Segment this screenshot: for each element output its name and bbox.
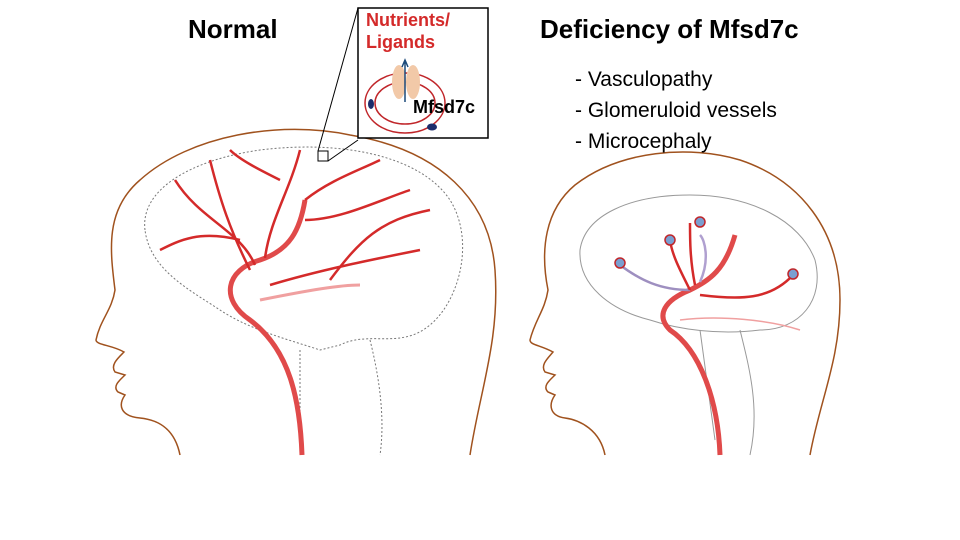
inset-box xyxy=(357,7,489,139)
mfsd7c-label: Mfsd7c xyxy=(413,97,476,117)
symptom-item: - Vasculopathy xyxy=(575,68,713,91)
transport-arrow-icon xyxy=(401,58,409,102)
zoom-marker-box xyxy=(317,150,329,162)
deficiency-brain-outline xyxy=(579,194,818,333)
deficiency-head-outline xyxy=(529,151,841,456)
inset-label-ligands: Ligands xyxy=(366,32,436,52)
deficiency-title: Deficiency of Mfsd7c xyxy=(540,14,799,44)
deficiency-vessels xyxy=(619,222,801,456)
symptom-list: - Vasculopathy - Glomeruloid vessels - M… xyxy=(575,64,777,157)
normal-vessels xyxy=(159,149,431,456)
glomeruloid-vessel-icons xyxy=(614,216,799,280)
symptom-item: - Glomeruloid vessels xyxy=(575,99,777,122)
inset-label-nutrients: Nutrients/ xyxy=(366,10,451,30)
symptom-item: - Microcephaly xyxy=(575,130,712,153)
transporter-icon xyxy=(392,65,406,99)
normal-head-outline xyxy=(95,128,497,456)
normal-brain-outline xyxy=(144,146,464,351)
nucleus-icon xyxy=(427,123,437,131)
nucleus-icon xyxy=(368,99,374,109)
transporter-icon xyxy=(406,65,420,99)
normal-title: Normal xyxy=(188,14,278,44)
